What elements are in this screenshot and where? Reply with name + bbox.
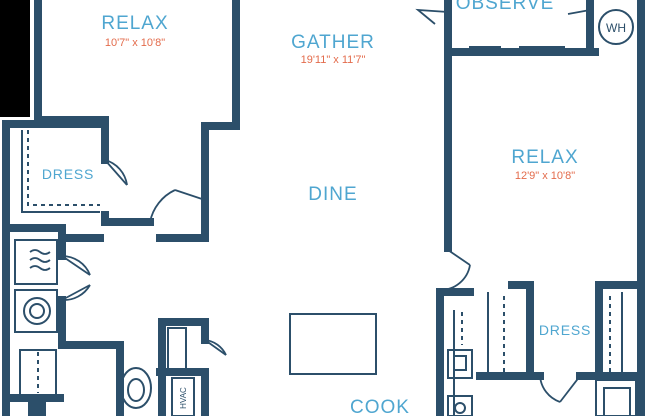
observe-label: OBSERVE — [456, 0, 555, 14]
dress-left-closet — [21, 130, 128, 213]
cook-label: COOK — [350, 397, 410, 416]
kitchen-island — [289, 313, 377, 375]
gather-label: GATHER — [291, 32, 375, 53]
dress-left-label: DRESS — [42, 166, 94, 182]
hvac-label: HVAC — [179, 387, 188, 409]
wh-label: WH — [606, 21, 626, 35]
black-corner-block — [0, 0, 30, 117]
relax-left-dims: 10'7" x 10'8" — [105, 37, 165, 49]
middle-bath: HVAC — [120, 318, 227, 416]
relax-left-walls — [34, 0, 240, 242]
right-bath — [447, 310, 637, 416]
water-heater: WH — [598, 9, 634, 45]
relax-right-door — [439, 249, 471, 291]
right-walls — [436, 0, 645, 416]
relax-left-door — [149, 189, 206, 223]
observe-door — [415, 8, 591, 25]
relax-right-dims: 12'9" x 10'8" — [515, 170, 575, 182]
left-outer-walls — [2, 120, 209, 416]
laundry — [14, 234, 124, 416]
gather-dims: 19'11" x 11'7" — [301, 54, 366, 66]
dress-right-closet — [476, 281, 645, 403]
relax-right-label: RELAX — [511, 147, 578, 168]
relax-left-label: RELAX — [101, 13, 168, 34]
dine-label: DINE — [308, 184, 357, 205]
dress-right-label: DRESS — [539, 322, 591, 338]
bottom-left-fixtures — [2, 349, 64, 416]
